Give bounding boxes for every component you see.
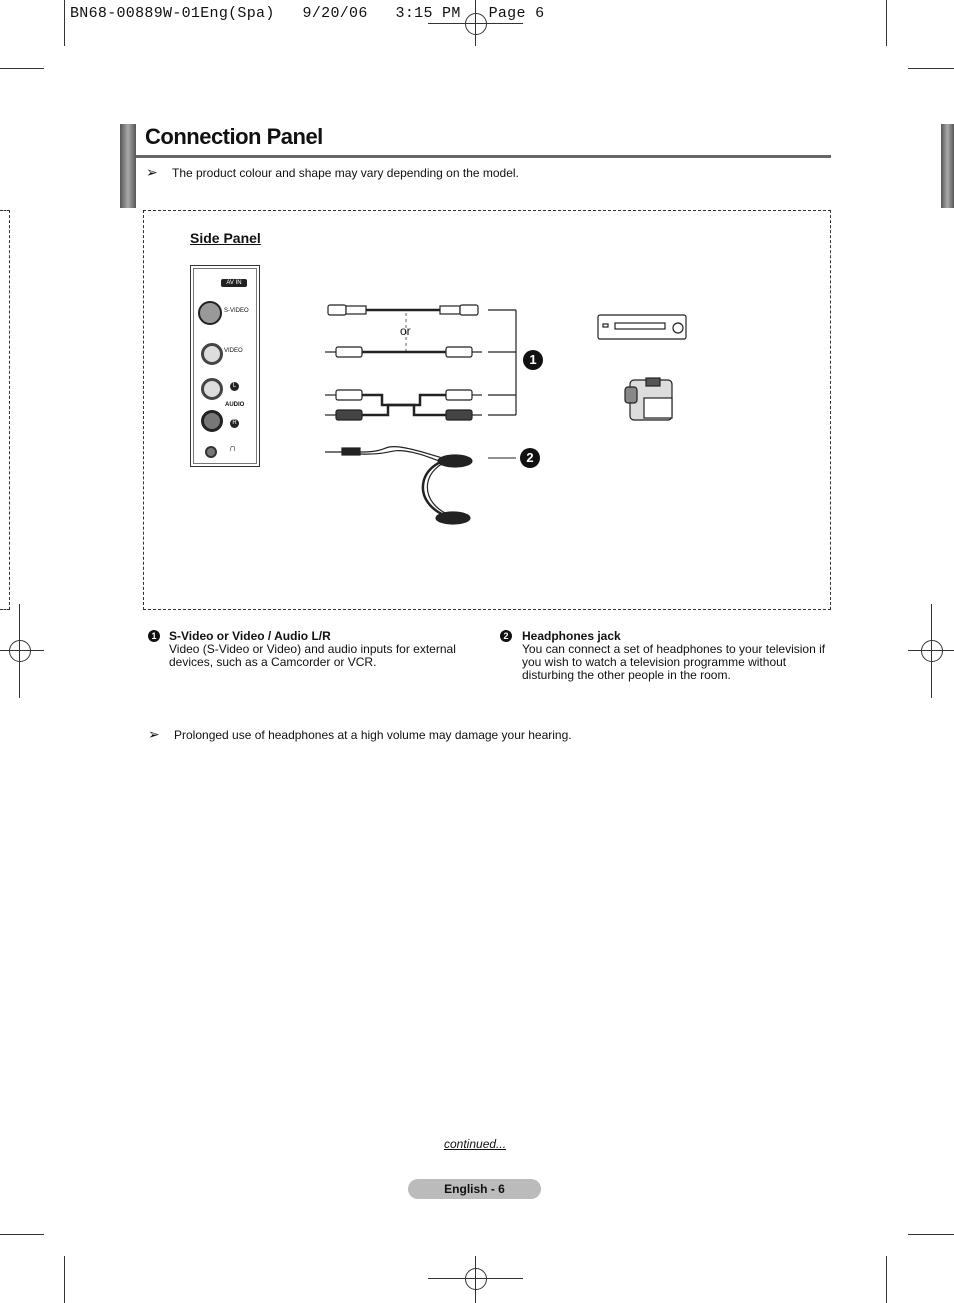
crop-mark bbox=[908, 1234, 954, 1235]
video-jack-icon bbox=[201, 343, 223, 365]
bottom-note: Prolonged use of headphones at a high vo… bbox=[174, 728, 572, 742]
audio-r-jack-icon bbox=[201, 410, 223, 432]
vcr-icon bbox=[597, 314, 687, 340]
registration-mark bbox=[465, 1268, 487, 1290]
crop-mark bbox=[19, 604, 20, 698]
crop-mark bbox=[0, 68, 44, 69]
note-arrow-icon: ➢ bbox=[148, 726, 160, 742]
crop-mark bbox=[475, 1256, 476, 1303]
bracket-1 bbox=[488, 309, 517, 416]
camcorder-icon bbox=[624, 377, 673, 421]
top-note: The product colour and shape may vary de… bbox=[172, 166, 519, 180]
video-cable bbox=[325, 346, 482, 358]
registration-mark bbox=[9, 640, 31, 662]
headphones-drawing bbox=[325, 446, 473, 525]
audio-label: AUDIO bbox=[225, 402, 245, 408]
crop-mark bbox=[64, 0, 65, 46]
audio-cable bbox=[325, 389, 482, 421]
note-arrow-icon: ➢ bbox=[146, 164, 158, 180]
av-in-badge: AV IN bbox=[221, 279, 247, 287]
item-1-text: Video (S-Video or Video) and audio input… bbox=[169, 642, 456, 669]
registration-mark bbox=[921, 640, 943, 662]
item-2-text: You can connect a set of headphones to y… bbox=[522, 642, 826, 682]
crop-mark bbox=[886, 1256, 887, 1303]
or-label: or bbox=[400, 324, 411, 338]
page-title: Connection Panel bbox=[145, 124, 323, 149]
crop-mark bbox=[64, 1256, 65, 1303]
side-panel-drawing: AV IN S-VIDEO VIDEO L AUDIO R ∩ bbox=[190, 265, 260, 467]
item-1-number: 1 bbox=[148, 630, 160, 642]
title-rule bbox=[136, 155, 831, 158]
diagram-box bbox=[143, 210, 831, 610]
side-panel-label: Side Panel bbox=[190, 230, 261, 246]
panel-inner-border bbox=[193, 268, 257, 464]
cable-diagram bbox=[325, 304, 687, 525]
crop-mark bbox=[475, 0, 476, 46]
video-label: VIDEO bbox=[224, 348, 243, 354]
print-slug: BN68-00889W-01Eng(Spa) 9/20/06 3:15 PM P… bbox=[70, 5, 545, 22]
crop-mark bbox=[931, 604, 932, 698]
crop-mark bbox=[0, 650, 44, 651]
headphone-jack-icon bbox=[205, 446, 217, 458]
item-2-heading: Headphones jack bbox=[522, 629, 621, 643]
svideo-label: S-VIDEO bbox=[224, 308, 249, 314]
left-edge-dashed bbox=[0, 210, 10, 610]
title-side-bar bbox=[120, 124, 136, 208]
page-number-badge: English - 6 bbox=[408, 1179, 541, 1199]
headphone-icon: ∩ bbox=[229, 443, 237, 454]
continued-label: continued... bbox=[444, 1137, 507, 1151]
svideo-jack-icon bbox=[198, 301, 222, 325]
audio-l-jack-icon bbox=[201, 378, 223, 400]
title-side-bar bbox=[941, 124, 954, 208]
callout-1: 1 bbox=[523, 350, 543, 370]
crop-mark bbox=[0, 1234, 44, 1235]
svideo-cable bbox=[327, 304, 479, 316]
item-2-number: 2 bbox=[500, 630, 512, 642]
audio-l-label: L bbox=[230, 382, 239, 391]
audio-r-label: R bbox=[230, 419, 239, 428]
callout-2: 2 bbox=[520, 448, 540, 468]
crop-mark bbox=[908, 68, 954, 69]
crop-mark bbox=[886, 0, 887, 46]
registration-mark bbox=[465, 13, 487, 35]
item-1-heading: S-Video or Video / Audio L/R bbox=[169, 629, 331, 643]
